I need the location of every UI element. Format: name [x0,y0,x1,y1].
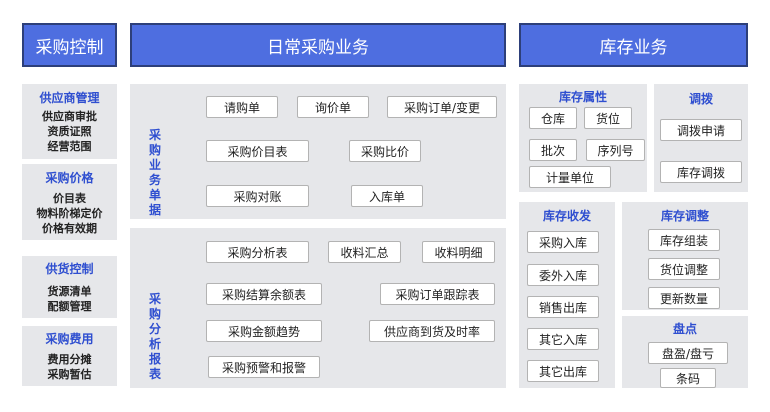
button-warehouse[interactable]: 仓库 [529,107,577,129]
section-item: 经营范围 [47,140,92,153]
button-update-quantity[interactable]: 更新数量 [648,287,720,309]
button-reconciliation[interactable]: 采购对账 [206,185,309,207]
section-item: 配额管理 [47,300,92,313]
section-title: 供货控制 [45,262,94,276]
title-inventory-attributes: 库存属性 [558,90,607,104]
button-stock-in-order[interactable]: 入库单 [351,185,423,207]
title-stocktake: 盘点 [672,322,697,336]
section-supply-control: 供货控制 货源清单 配额管理 [22,256,117,318]
section-item: 采购暂估 [47,368,92,381]
button-transfer-request[interactable]: 调拨申请 [660,119,742,141]
button-purchase-receipt[interactable]: 采购入库 [527,231,599,253]
label-purchase-documents: 采购业务单据 [148,128,161,217]
section-item: 货源清单 [47,285,92,298]
section-purchase-cost: 采购费用 费用分摊 采购暂估 [22,326,117,386]
button-stock-assembly[interactable]: 库存组装 [648,229,720,251]
label-purchase-reports: 采购分析报表 [148,292,161,381]
button-settlement-balance[interactable]: 采购结算余额表 [206,283,322,305]
button-requisition[interactable]: 请购单 [206,96,278,118]
section-title: 供应商管理 [39,91,100,105]
section-supplier-management: 供应商管理 供应商审批 资质证照 经营范围 [22,84,117,159]
button-purchase-order[interactable]: 采购订单/变更 [387,96,497,118]
button-location[interactable]: 货位 [584,107,632,129]
button-stock-transfer[interactable]: 库存调拨 [660,161,742,183]
title-stock-in-out: 库存收发 [542,209,591,223]
button-sales-issue[interactable]: 销售出库 [527,296,599,318]
button-receipt-detail[interactable]: 收料明细 [422,241,495,263]
button-serial-number[interactable]: 序列号 [586,139,645,161]
button-outsource-receipt[interactable]: 委外入库 [527,264,599,286]
button-warning-alarm[interactable]: 采购预警和报警 [208,356,320,378]
button-batch[interactable]: 批次 [529,139,577,161]
button-other-issue[interactable]: 其它出库 [527,360,599,382]
button-order-tracking[interactable]: 采购订单跟踪表 [380,283,495,305]
button-other-receipt[interactable]: 其它入库 [527,328,599,350]
section-title: 采购费用 [45,332,94,346]
button-barcode[interactable]: 条码 [660,368,716,388]
section-item: 价格有效期 [42,221,97,235]
title-transfer: 调拨 [688,92,713,106]
button-price-compare[interactable]: 采购比价 [349,140,421,162]
header-inventory: 库存业务 [519,23,748,67]
section-item: 费用分摊 [47,353,92,366]
button-inquiry[interactable]: 询价单 [297,96,369,118]
section-item: 资质证照 [47,125,92,138]
section-title: 采购价格 [45,170,94,185]
title-stock-adjustment: 库存调整 [660,209,709,223]
section-item: 供应商审批 [42,110,97,123]
button-price-list[interactable]: 采购价目表 [206,140,309,162]
section-item: 物料阶梯定价 [36,206,103,220]
header-daily-purchase: 日常采购业务 [130,23,506,67]
section-purchase-price: 采购价格 价目表 物料阶梯定价 价格有效期 [22,164,117,240]
section-item: 价目表 [53,191,86,205]
button-location-adjust[interactable]: 货位调整 [648,258,720,280]
button-unit-of-measure[interactable]: 计量单位 [529,166,611,188]
button-receipt-summary[interactable]: 收料汇总 [328,241,401,263]
button-amount-trend[interactable]: 采购金额趋势 [206,320,322,342]
header-purchase-control: 采购控制 [22,23,117,67]
button-surplus-loss[interactable]: 盘盈/盘亏 [648,342,728,364]
button-analysis-table[interactable]: 采购分析表 [206,241,309,263]
button-supplier-ontime-rate[interactable]: 供应商到货及时率 [369,320,495,342]
